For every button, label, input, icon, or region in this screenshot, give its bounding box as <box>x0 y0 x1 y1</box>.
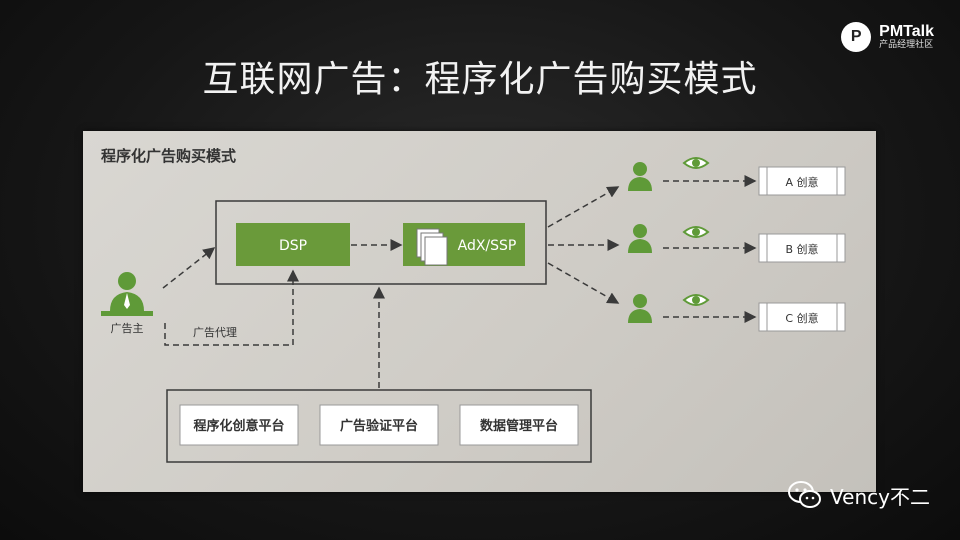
watermark-text: Vency不二 <box>830 484 930 509</box>
creative-b-box <box>758 233 846 263</box>
creative-a-box <box>758 166 846 196</box>
diagram-title: 程序化广告购买模式 <box>101 147 236 165</box>
wechat-icon <box>788 481 822 508</box>
agency-label: 广告代理 <box>193 326 237 339</box>
creative-b-label: B 创意 <box>785 242 818 256</box>
eye-a-icon <box>682 157 710 169</box>
documents-icon <box>416 228 448 266</box>
platform-label-data: 数据管理平台 <box>480 418 558 434</box>
brand: P PMTalk 产品经理社区 <box>841 22 934 52</box>
exchange-frame <box>215 200 547 285</box>
user-a-icon <box>628 162 652 191</box>
creative-c-box <box>758 302 846 332</box>
dsp-label: DSP <box>279 238 307 254</box>
user-b-icon <box>628 224 652 253</box>
brand-name: PMTalk <box>879 23 934 40</box>
adx-to-user-c-arrow <box>547 262 620 304</box>
creative-a-label: A 创意 <box>785 175 818 189</box>
agency-path <box>164 269 299 346</box>
creative-c-label: C 创意 <box>785 311 818 325</box>
platform-label-creative: 程序化创意平台 <box>193 418 284 434</box>
dsp-box <box>236 223 350 266</box>
user-c-icon <box>628 294 652 323</box>
adx-label: AdX/SSP <box>458 238 517 254</box>
platform-box-verification <box>319 404 439 446</box>
slide-title: 互联网广告：程序化广告购买模式 <box>202 59 758 100</box>
diagram-photo: 程序化广告购买模式 DSP AdX/SSP 广告主 广告代理 <box>83 131 876 492</box>
advertiser-icon <box>101 272 153 316</box>
eye-c-icon <box>682 294 710 306</box>
platform-label-verification: 广告验证平台 <box>340 418 418 434</box>
platform-box-data <box>459 404 579 446</box>
advertiser-to-dsp-arrow <box>162 247 216 289</box>
platform-box-creative <box>179 404 299 446</box>
diagram-canvas: 程序化广告购买模式 DSP AdX/SSP 广告主 广告代理 <box>101 147 846 463</box>
eye-b-icon <box>682 226 710 238</box>
adx-to-user-a-arrow <box>547 186 620 228</box>
platform-frame <box>166 389 592 463</box>
pmtalk-logo-icon: P <box>841 22 872 52</box>
brand-subtitle: 产品经理社区 <box>879 40 934 50</box>
advertiser-label: 广告主 <box>111 322 144 335</box>
watermark: Vency不二 <box>788 480 930 510</box>
